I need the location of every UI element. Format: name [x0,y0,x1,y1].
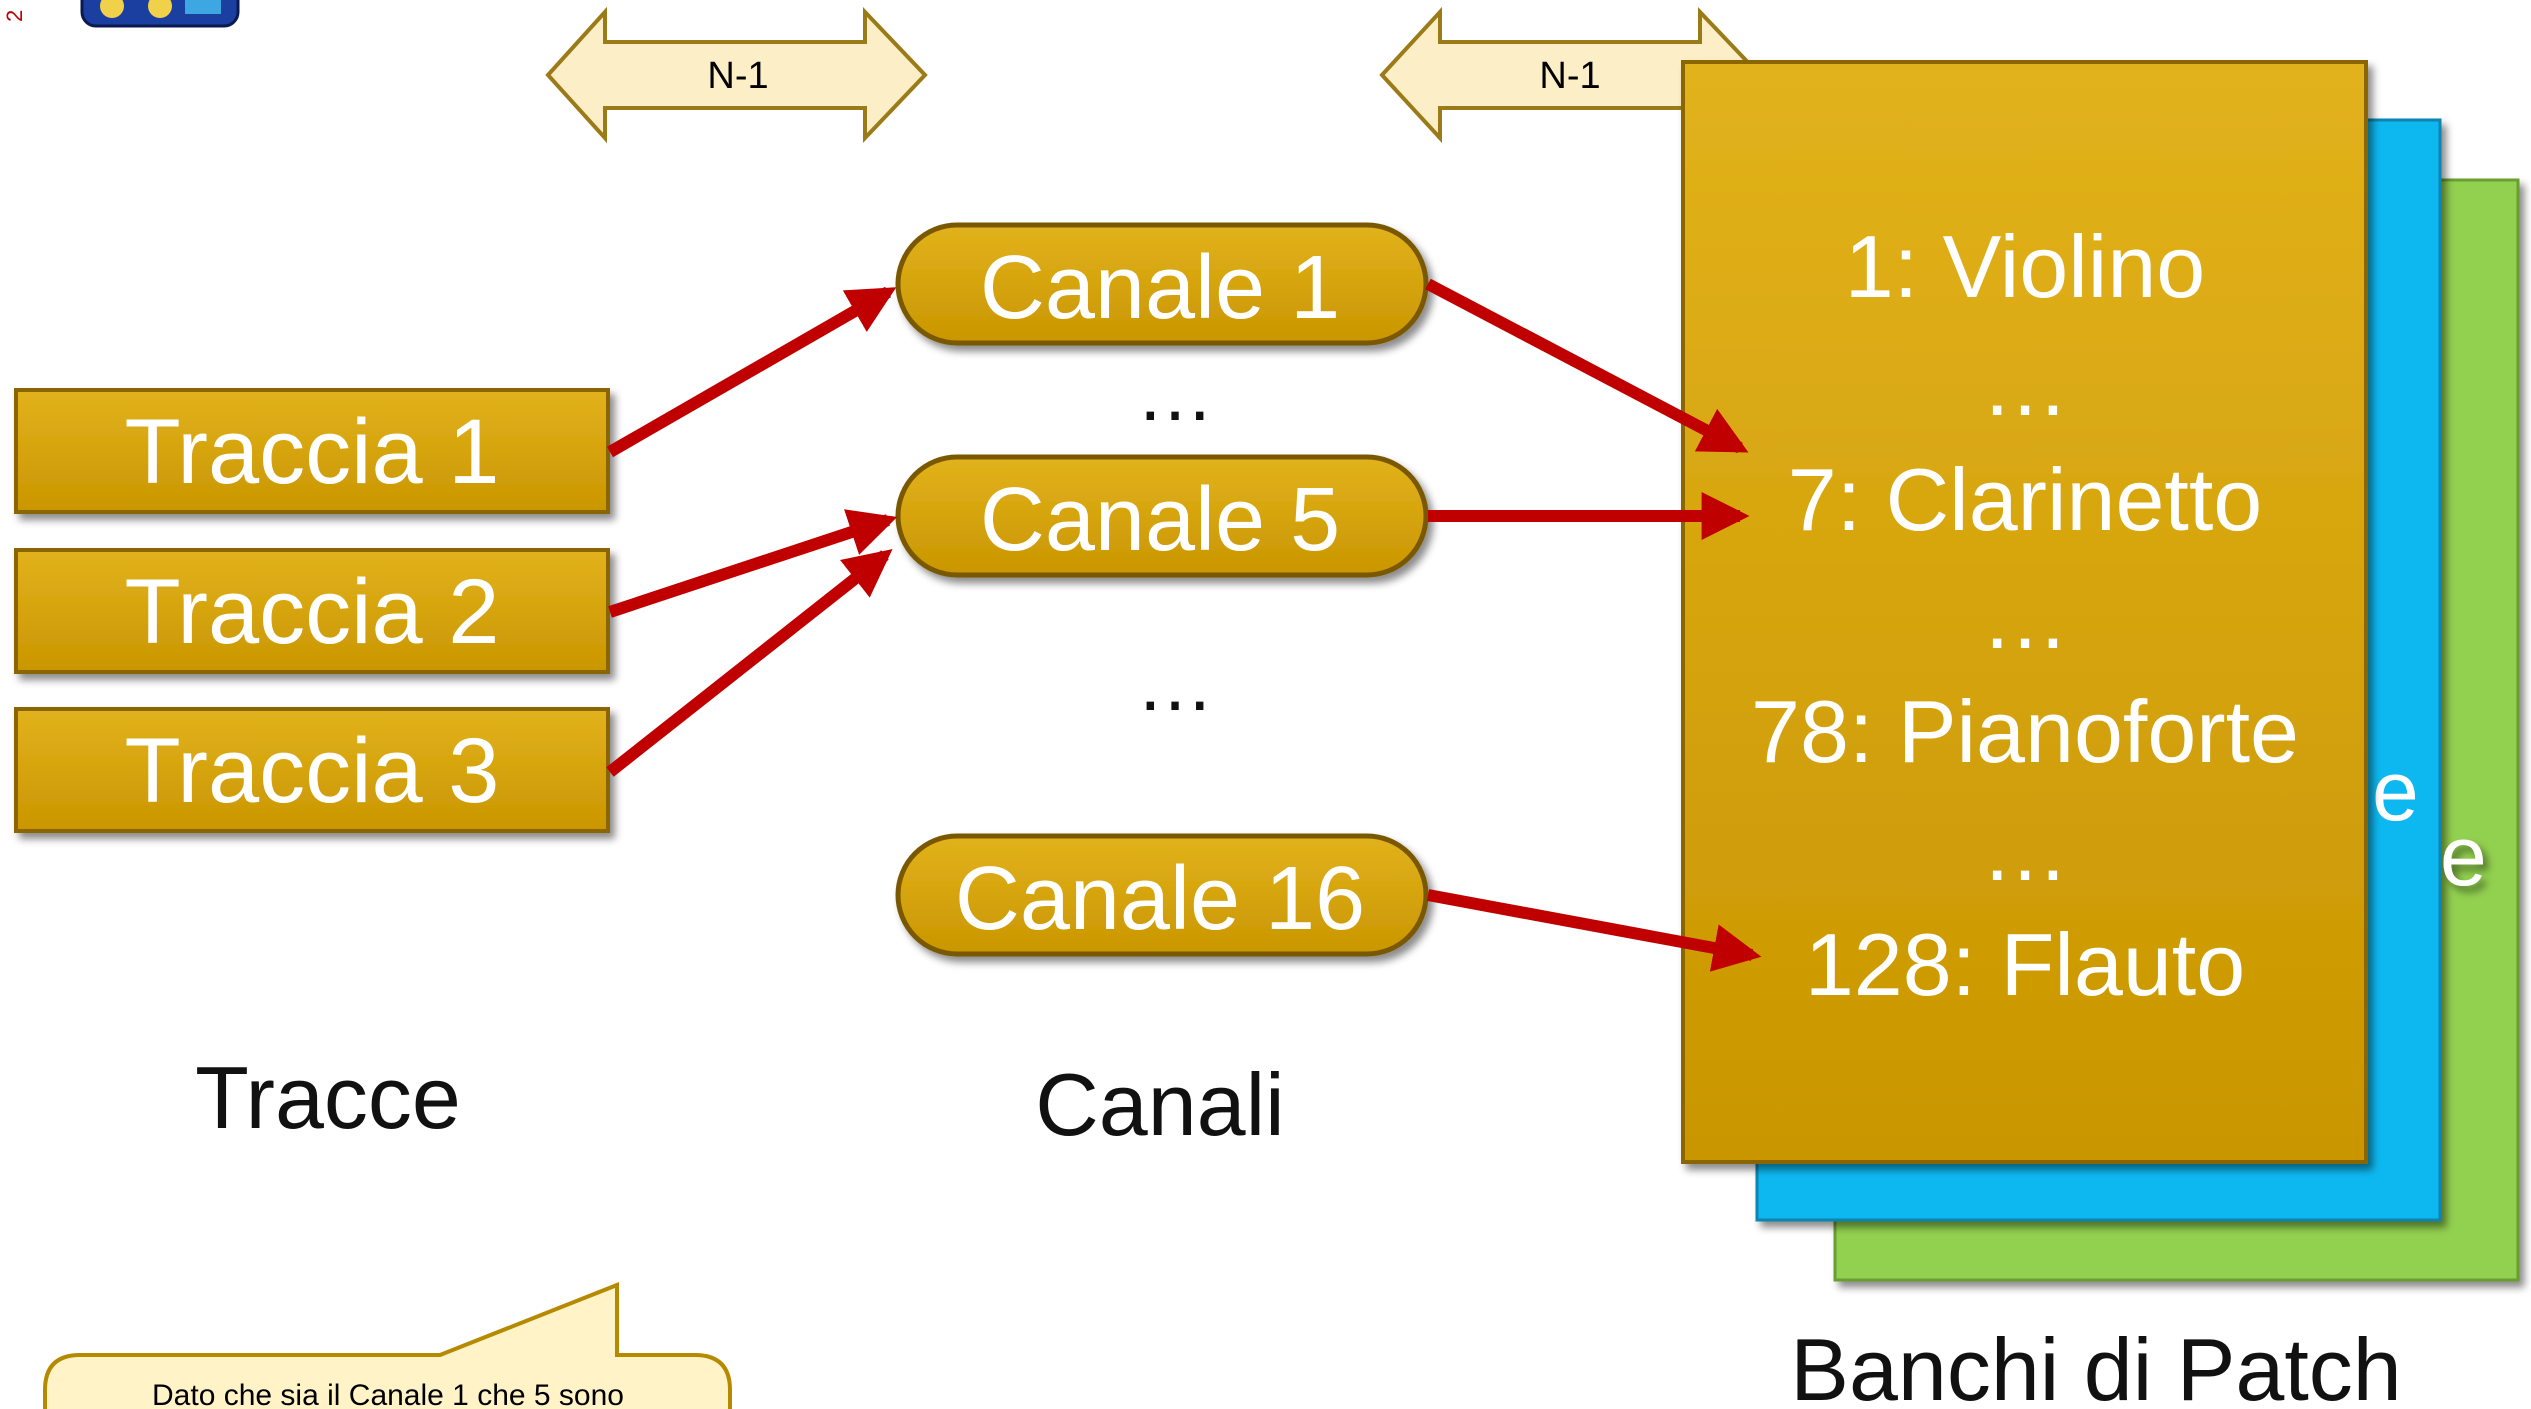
tracks-caption: Tracce [195,1048,461,1147]
patch-ellipsis: … [1981,335,2069,434]
hint-text: Dato che sia il Canale 1 che 5 sono [152,1379,624,1409]
channel-pill: Canale 1 [895,222,1429,346]
connector-arrows [606,278,1762,972]
arrow-channel16-to-flauto [1426,889,1762,972]
patch-ellipsis: … [1981,800,2069,899]
patch-bank-front [1681,60,2368,1164]
channel-label: Canale 1 [980,238,1340,338]
channel-pill: Canale 16 [895,833,1429,957]
track-box: Traccia 3 [14,707,610,833]
channel-ellipsis: … [1136,349,1214,437]
patch-entry: 128: Flauto [1805,915,2245,1014]
patch-entry: 7: Clarinetto [1788,450,2262,549]
patch-bank-caption: Banchi di Patch [1790,1320,2402,1409]
n-1-label-left: N-1 [707,55,768,97]
track-label: Traccia 3 [125,720,500,822]
track-label: Traccia 2 [125,561,500,663]
channel-ellipsis: … [1136,639,1214,727]
hint-callout: Dato che sia il Canale 1 che 5 sono [43,1282,732,1409]
patch-entry: 1: Violino [1845,217,2205,316]
arrow-track2-to-channel5 [608,509,898,618]
patch-entry: 78: Pianoforte [1751,682,2299,781]
camera-logo-icon [80,0,240,28]
arrow-channel1-to-clarinetto [1425,278,1749,454]
track-box: Traccia 1 [14,388,610,514]
patch-bank-back-fragment-2: e [2440,809,2487,903]
patch-ellipsis: … [1981,568,2069,667]
channels-caption: Canali [1035,1055,1284,1154]
logo: 2 [2,0,240,28]
patch-bank-back-fragment-1: e [2372,744,2419,838]
n-1-arrow-right: N-1 [1379,6,1763,144]
arrow-track1-to-channel1 [607,286,897,458]
n-1-arrow-left: N-1 [545,6,928,144]
n-1-label-right: N-1 [1539,55,1600,97]
channel-label: Canale 16 [955,849,1365,949]
arrow-track3-to-channel5 [606,549,893,777]
channel-pill: Canale 5 [895,454,1429,578]
logo-corner-glyph: 2 [2,10,27,22]
track-box: Traccia 2 [14,548,610,674]
track-label: Traccia 1 [125,401,500,503]
patch-entries: 1: Violino … 7: Clarinetto … 78: Pianofo… [1751,217,2299,1014]
channel-label: Canale 5 [980,470,1340,570]
